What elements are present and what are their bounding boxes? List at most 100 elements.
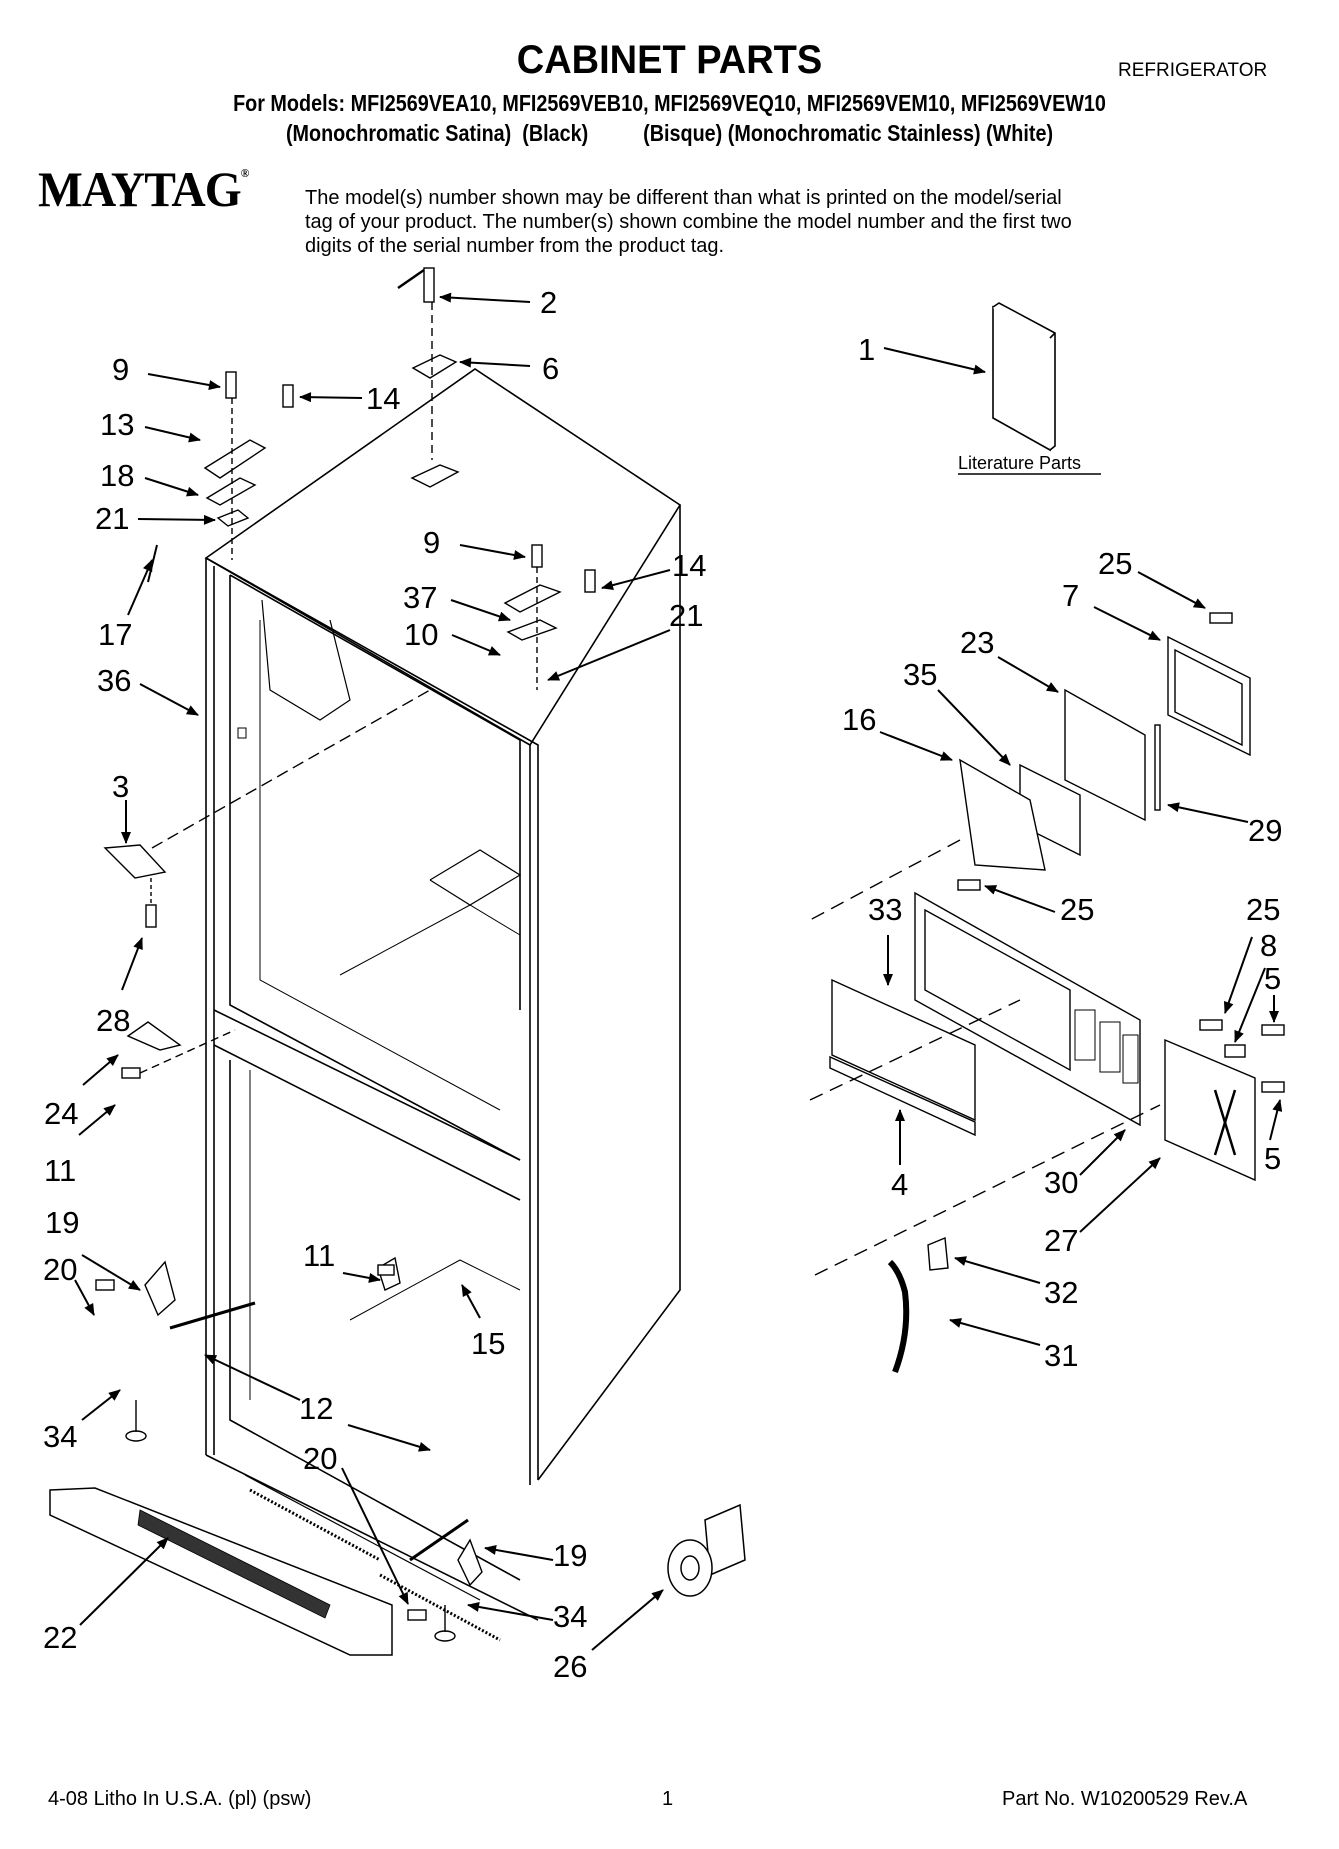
callout-5: 5 [1264, 961, 1281, 996]
page-title: CABINET PARTS [516, 38, 823, 82]
screw-icon [145, 904, 157, 928]
control-box-16-icon [959, 758, 1046, 871]
rear-parts [809, 612, 1285, 1374]
page-number: 1 [662, 1788, 674, 1810]
leveling-leg-icon [125, 1430, 147, 1442]
callout-21: 21 [669, 598, 703, 633]
left-side-parts [103, 689, 431, 1079]
callout-9: 9 [423, 525, 440, 560]
callout-26: 26 [553, 1649, 587, 1684]
callout-11: 11 [44, 1153, 76, 1188]
callout-31: 31 [1044, 1338, 1078, 1373]
callout-32: 32 [1044, 1275, 1078, 1310]
screw-icon [121, 1067, 141, 1079]
hinge-socket-icon [410, 464, 460, 488]
callout-10: 10 [404, 617, 438, 652]
brand-name: MAYTAG [38, 161, 242, 217]
hinge-pin-icon [409, 1518, 469, 1562]
callout-2: 2 [540, 285, 557, 320]
screw-icon [95, 1279, 115, 1291]
callout-25: 25 [1098, 546, 1132, 581]
refrigerator-cabinet [204, 368, 682, 1642]
screw-icon [407, 1609, 427, 1621]
callout-19: 19 [553, 1538, 587, 1573]
callout-14: 14 [366, 381, 400, 416]
callout-5: 5 [1264, 1141, 1281, 1176]
callout-1: 1 [858, 332, 875, 367]
model-number-note: The model(s) number shown may be differe… [305, 187, 1072, 257]
callout-23: 23 [960, 625, 994, 660]
screw-icon [531, 544, 543, 568]
callout-35: 35 [903, 657, 937, 692]
literature-parts-label: Literature Parts [958, 453, 1081, 473]
screw-icon [584, 569, 596, 593]
roller-assembly [667, 1503, 746, 1597]
callout-27: 27 [1044, 1223, 1078, 1258]
callout-28: 28 [96, 1003, 130, 1038]
cabinet-top [204, 368, 682, 747]
gasket-29-icon [1154, 724, 1161, 811]
lower-hinge-left-icon [144, 1260, 176, 1317]
hinge-icon [506, 619, 558, 641]
strip-4-icon [829, 1055, 976, 1137]
access-panel-30-icon [914, 891, 1141, 1127]
hinge-cover-icon [503, 584, 562, 613]
drain-tube-31-icon [887, 1259, 910, 1374]
screw-icon [1199, 1019, 1223, 1031]
callout-11: 11 [303, 1238, 335, 1273]
callout-6: 6 [542, 351, 559, 386]
clip-8-icon [1224, 1044, 1246, 1058]
callout-34: 34 [43, 1419, 77, 1454]
top-hinge-left-parts [147, 371, 294, 583]
cover-7-icon [1167, 635, 1251, 757]
callout-36: 36 [97, 663, 131, 698]
hinge-cover-icon [203, 439, 267, 479]
callout-21: 21 [95, 501, 129, 536]
callout-9: 9 [112, 352, 129, 387]
callout-15: 15 [471, 1326, 505, 1361]
screw-icon [1261, 1024, 1285, 1036]
callout-20: 20 [303, 1441, 337, 1476]
cover-33-icon [831, 978, 976, 1122]
appliance-type: REFRIGERATOR [1118, 60, 1268, 81]
callout-leaders [74, 292, 1283, 1651]
tube-clip-32-icon [927, 1236, 949, 1271]
callout-18: 18 [100, 458, 134, 493]
callout-24: 24 [44, 1096, 78, 1131]
callout-labels: 2 6 9 14 13 18 21 17 36 9 37 10 14 21 1 … [43, 285, 1282, 1684]
brand-logo: MAYTAG® [38, 160, 250, 218]
callout-7: 7 [1062, 578, 1079, 613]
bottom-parts [95, 1256, 483, 1642]
registered-mark: ® [240, 166, 250, 180]
callout-20: 20 [43, 1252, 77, 1287]
print-info: 4-08 Litho In U.S.A. (pl) (psw) [48, 1788, 312, 1810]
bracket-icon [126, 1021, 182, 1051]
callout-3: 3 [112, 769, 129, 804]
screw-icon [1209, 612, 1233, 624]
screw-icon [377, 1264, 395, 1276]
bracket-17-icon [147, 544, 158, 583]
door-closer-pin-icon [423, 267, 435, 303]
part-number: Part No. W10200529 Rev.A [1002, 1788, 1248, 1810]
model-list: For Models: MFI2569VEA10, MFI2569VEB10, … [233, 90, 1106, 116]
literature-parts-icon [992, 302, 1056, 452]
callout-34: 34 [553, 1599, 587, 1634]
screw-icon [1261, 1081, 1285, 1093]
screw-icon [225, 371, 237, 399]
screw-icon [957, 879, 981, 891]
hinge-icon [205, 477, 257, 506]
callout-30: 30 [1044, 1165, 1078, 1200]
leveling-leg-icon [434, 1630, 456, 1642]
door-stop-icon [103, 844, 167, 879]
hinge-pin-icon [169, 1301, 256, 1330]
panel-23-icon [1064, 688, 1146, 822]
callout-12: 12 [299, 1391, 333, 1426]
callout-19: 19 [45, 1205, 79, 1240]
callout-16: 16 [842, 702, 876, 737]
callout-25: 25 [1060, 892, 1094, 927]
base-grille [49, 1487, 393, 1656]
hinge-bushing-icon [411, 354, 458, 379]
callout-29: 29 [1248, 813, 1282, 848]
lower-hinge-right-icon [457, 1538, 483, 1587]
